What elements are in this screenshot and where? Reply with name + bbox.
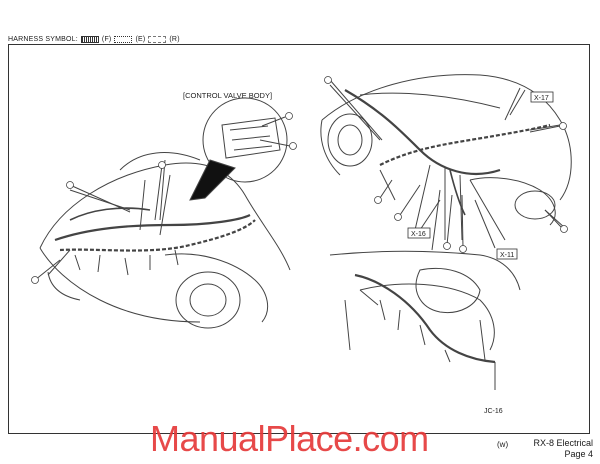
harness-symbol-legend: HARNESS SYMBOL: (F) (E) (R) <box>8 36 180 43</box>
x11-label: X-11 <box>500 252 514 259</box>
rear-harness <box>329 84 566 241</box>
page-number: Page 4 <box>564 449 593 459</box>
x11-box <box>496 248 518 260</box>
front-harness <box>47 159 256 276</box>
footer-title-block: RX-8 Electrical Page 4 <box>505 438 593 460</box>
footer-code: (w) <box>497 440 509 449</box>
document-title: RX-8 Electrical <box>533 438 593 448</box>
dashboard-harness <box>354 273 496 390</box>
front-harness-label: (F) <box>101 36 112 43</box>
x17-label: X-17 <box>534 95 549 102</box>
diagram-frame <box>8 44 590 434</box>
rear-car-outline <box>320 74 572 226</box>
x17-box <box>530 91 554 103</box>
rear-harness-symbol <box>148 36 167 43</box>
jc16-label: JC-16 <box>484 408 503 415</box>
x16-box <box>407 227 431 239</box>
leader-lines <box>34 79 563 281</box>
control-valve-body-inset <box>189 97 288 201</box>
rear-harness-label: (R) <box>169 36 180 43</box>
dashboard-outline <box>329 250 521 361</box>
front-harness-symbol <box>80 36 99 43</box>
engine-harness-label: (E) <box>135 36 146 43</box>
watermark: ManualPlace.com <box>150 418 429 459</box>
control-valve-body-title: [CONTROL VALVE BODY] <box>183 91 272 100</box>
front-car-outline <box>39 152 291 329</box>
harness-symbol-label: HARNESS SYMBOL: <box>8 36 78 43</box>
engine-harness-symbol <box>114 36 133 43</box>
reference-markers <box>31 76 568 284</box>
x16-label: X-16 <box>411 231 426 238</box>
